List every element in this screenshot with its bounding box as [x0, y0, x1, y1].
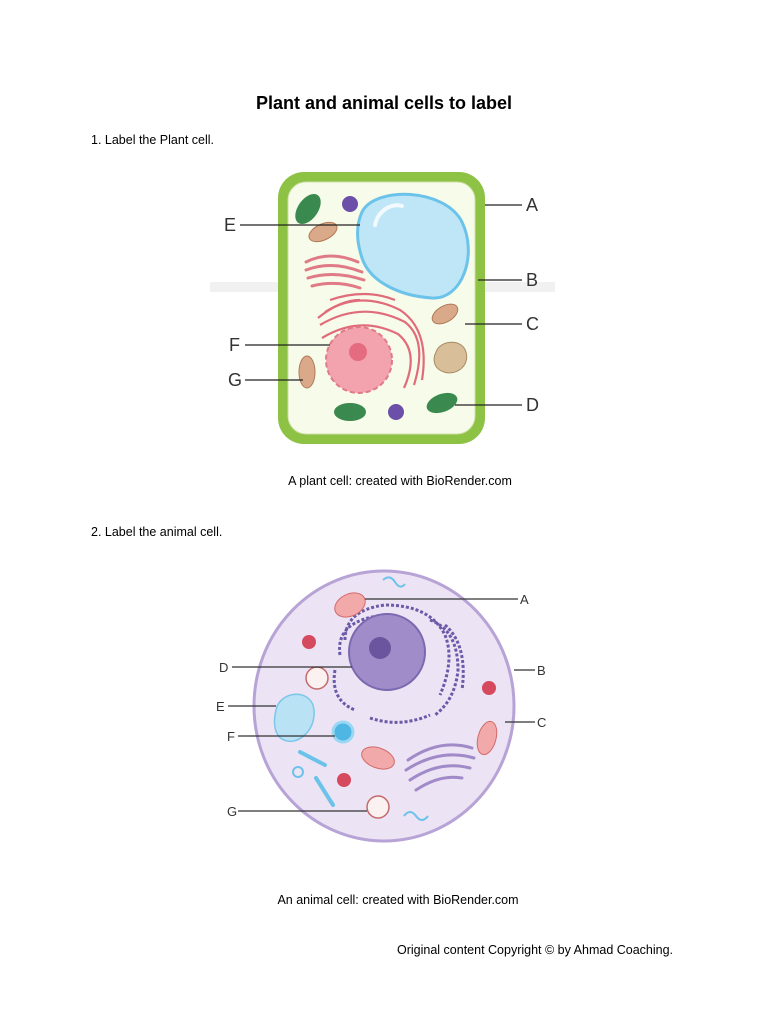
copyright-notice: Original content Copyright © by Ahmad Co… — [397, 943, 674, 957]
animal-label-f: F — [227, 729, 235, 744]
mitochondrion — [334, 592, 366, 618]
lysosome — [305, 666, 329, 690]
question-animal: 2. Label the animal cell. — [91, 525, 223, 539]
mitochondrion — [431, 303, 459, 325]
chloroplast — [426, 392, 458, 414]
chloroplast — [295, 193, 321, 225]
plant-caption: A plant cell: created with BioRender.com — [288, 474, 512, 488]
nucleolus — [349, 343, 367, 361]
plant-label-b: B — [526, 270, 538, 290]
animal-cell-diagram: A B C D E F G — [216, 569, 546, 843]
question-plant: 1. Label the Plant cell. — [91, 133, 214, 147]
plant-label-c: C — [526, 314, 539, 334]
ribbon-fragment — [403, 811, 429, 821]
leader-lines — [228, 598, 535, 812]
page-title: Plant and animal cells to label — [255, 93, 513, 113]
nucleolus — [369, 637, 391, 659]
vesicle — [388, 404, 404, 420]
plant-labels: A B C D E F G — [224, 195, 539, 415]
vacuole — [273, 693, 315, 743]
plant-label-f: F — [229, 335, 240, 355]
cytoskeleton — [298, 750, 335, 807]
chloroplast — [334, 403, 366, 421]
vesicle — [342, 196, 358, 212]
mitochondrion — [298, 355, 316, 389]
animal-label-b: B — [537, 663, 546, 678]
golgi-apparatus — [304, 254, 366, 290]
vacuole — [356, 192, 470, 300]
lysosome — [366, 795, 390, 819]
golgi-apparatus — [404, 743, 476, 792]
mitochondrion — [476, 720, 498, 756]
animal-label-c: C — [537, 715, 546, 730]
plant-label-g: G — [228, 370, 242, 390]
mitochondrion — [361, 746, 395, 770]
vesicle — [337, 773, 351, 787]
plant-label-a: A — [526, 195, 538, 215]
animal-caption: An animal cell: created with BioRender.c… — [277, 893, 519, 907]
centrosome — [331, 720, 355, 744]
plant-cell-diagram: A B C D E F G — [210, 172, 555, 444]
plant-label-e: E — [224, 215, 236, 235]
endoplasmic-reticulum — [317, 292, 425, 389]
plant-label-d: D — [526, 395, 539, 415]
animal-labels: A B C D E F G — [216, 592, 546, 819]
leader-lines — [240, 204, 522, 406]
amyloplast — [433, 341, 468, 374]
vesicle — [482, 681, 496, 695]
animal-label-d: D — [219, 660, 228, 675]
vesicle — [302, 635, 316, 649]
animal-label-a: A — [520, 592, 529, 607]
animal-label-g: G — [227, 804, 237, 819]
ribbon-fragment — [382, 576, 406, 588]
animal-label-e: E — [216, 699, 225, 714]
